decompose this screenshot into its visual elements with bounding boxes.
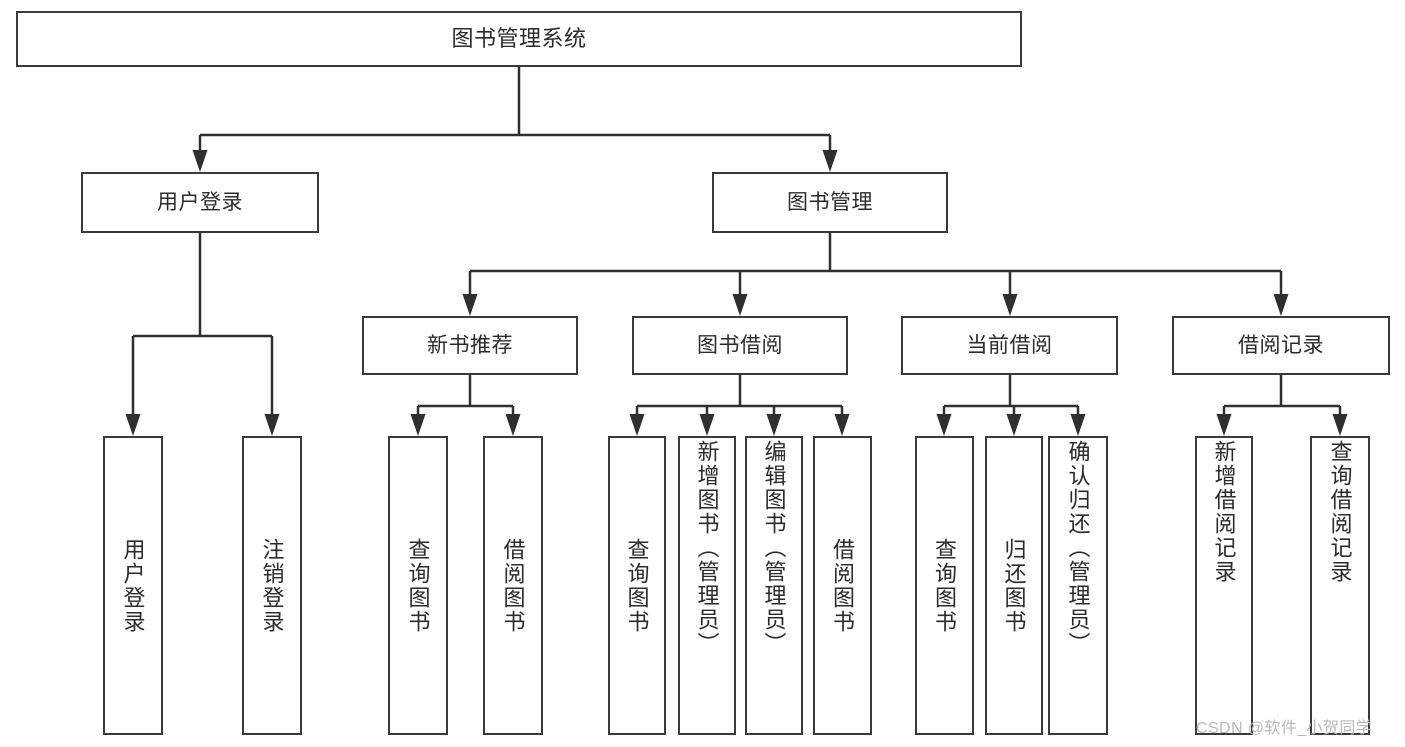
node-label-leaf_borrow_book_1: 借阅图书 bbox=[500, 537, 526, 634]
node-label-book_borrow: 图书借阅 bbox=[697, 333, 783, 357]
arrowhead-currentborrow-to-leaves-2 bbox=[1070, 414, 1086, 436]
arrowhead-borrowrecord-to-leaves-0 bbox=[1216, 414, 1232, 436]
arrowhead-currentborrow-to-leaves-1 bbox=[1006, 414, 1022, 436]
node-label-leaf_query_book_3: 查询图书 bbox=[932, 537, 958, 634]
node-book_borrow[interactable]: 图书借阅 bbox=[632, 316, 848, 375]
arrowhead-bookborrow-to-leaves-1 bbox=[699, 414, 715, 436]
node-label-root: 图书管理系统 bbox=[451, 25, 587, 51]
node-label-user_login: 用户登录 bbox=[157, 190, 243, 214]
arrowhead-bookborrow-to-leaves-0 bbox=[629, 414, 645, 436]
node-current_borrow[interactable]: 当前借阅 bbox=[901, 316, 1118, 375]
arrowhead-root-to-level2-1 bbox=[822, 150, 838, 172]
node-label-leaf_add_book: 新增图书（管理员） bbox=[694, 440, 720, 656]
node-leaf_confirm_return[interactable]: 确认归还（管理员） bbox=[1048, 436, 1108, 735]
node-leaf_edit_book[interactable]: 编辑图书（管理员） bbox=[745, 436, 803, 735]
node-leaf_add_book[interactable]: 新增图书（管理员） bbox=[678, 436, 736, 735]
node-user_login[interactable]: 用户登录 bbox=[81, 172, 319, 233]
arrowhead-bookmgmt-to-level3-1 bbox=[732, 294, 748, 316]
node-label-leaf_query_book_1: 查询图书 bbox=[405, 537, 431, 634]
node-label-leaf_query_book_2: 查询图书 bbox=[624, 537, 650, 634]
arrowhead-borrowrecord-to-leaves-1 bbox=[1332, 414, 1348, 436]
node-leaf_return_book[interactable]: 归还图书 bbox=[985, 436, 1043, 735]
node-label-leaf_add_record: 新增借阅记录 bbox=[1211, 440, 1237, 584]
node-borrow_record[interactable]: 借阅记录 bbox=[1172, 316, 1390, 375]
arrowhead-userlogin-to-leaves-1 bbox=[264, 414, 280, 436]
node-leaf_query_book_3[interactable]: 查询图书 bbox=[915, 436, 974, 735]
arrowhead-newbook-to-leaves-0 bbox=[410, 414, 426, 436]
node-label-leaf_user_login: 用户登录 bbox=[120, 537, 146, 634]
arrowhead-userlogin-to-leaves-0 bbox=[125, 414, 141, 436]
node-leaf_logout[interactable]: 注销登录 bbox=[242, 436, 302, 735]
node-label-leaf_confirm_return: 确认归还（管理员） bbox=[1065, 440, 1091, 656]
arrowhead-currentborrow-to-leaves-0 bbox=[936, 414, 952, 436]
node-label-borrow_record: 借阅记录 bbox=[1238, 333, 1324, 357]
node-label-leaf_return_book: 归还图书 bbox=[1001, 537, 1027, 634]
arrowhead-bookmgmt-to-level3-3 bbox=[1273, 294, 1289, 316]
arrowhead-root-to-level2-0 bbox=[192, 150, 208, 172]
csdn-watermark: CSDN @软件_小贺同学 bbox=[1196, 720, 1373, 737]
node-label-leaf_logout: 注销登录 bbox=[259, 537, 285, 634]
node-label-current_borrow: 当前借阅 bbox=[966, 333, 1053, 357]
node-leaf_query_book_1[interactable]: 查询图书 bbox=[388, 436, 448, 735]
node-label-leaf_query_record: 查询借阅记录 bbox=[1327, 440, 1353, 584]
arrowhead-bookmgmt-to-level3-0 bbox=[462, 294, 478, 316]
node-new_book_rec[interactable]: 新书推荐 bbox=[362, 316, 578, 375]
arrowhead-newbook-to-leaves-1 bbox=[505, 414, 521, 436]
node-label-new_book_rec: 新书推荐 bbox=[427, 333, 513, 357]
arrowhead-bookborrow-to-leaves-3 bbox=[834, 414, 850, 436]
node-leaf_borrow_book_1[interactable]: 借阅图书 bbox=[483, 436, 543, 735]
node-leaf_user_login[interactable]: 用户登录 bbox=[103, 436, 163, 735]
node-book_mgmt[interactable]: 图书管理 bbox=[712, 172, 948, 233]
node-root[interactable]: 图书管理系统 bbox=[16, 11, 1022, 67]
node-label-leaf_edit_book: 编辑图书（管理员） bbox=[761, 440, 787, 656]
node-leaf_borrow_book_2[interactable]: 借阅图书 bbox=[813, 436, 872, 735]
node-leaf_add_record[interactable]: 新增借阅记录 bbox=[1195, 436, 1253, 735]
node-label-leaf_borrow_book_2: 借阅图书 bbox=[830, 537, 856, 634]
arrowhead-bookmgmt-to-level3-2 bbox=[1002, 294, 1018, 316]
node-leaf_query_record[interactable]: 查询借阅记录 bbox=[1310, 436, 1370, 735]
node-label-book_mgmt: 图书管理 bbox=[787, 190, 873, 214]
arrowhead-bookborrow-to-leaves-2 bbox=[766, 414, 782, 436]
node-leaf_query_book_2[interactable]: 查询图书 bbox=[608, 436, 666, 735]
